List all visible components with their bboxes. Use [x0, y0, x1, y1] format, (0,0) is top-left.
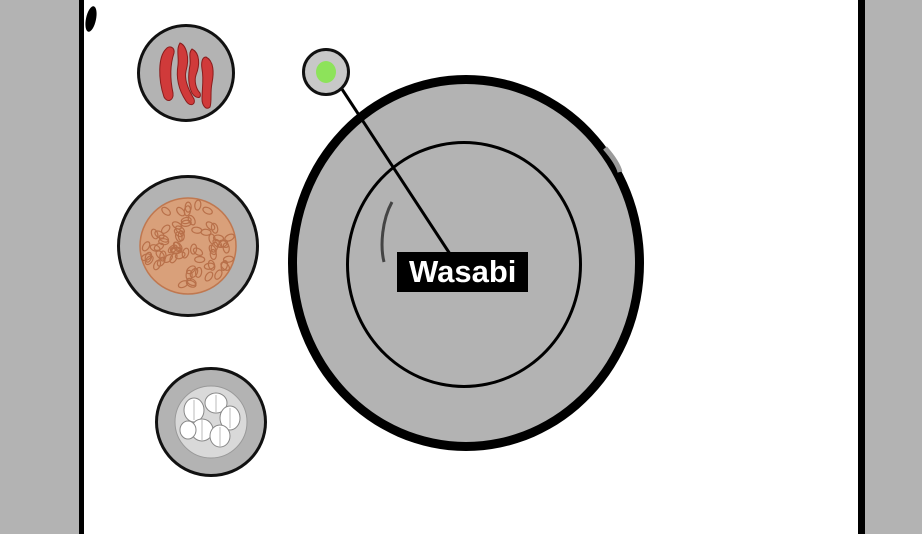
grain-bowl[interactable]	[117, 175, 259, 317]
marker-pin[interactable]	[302, 48, 350, 96]
ingredient-label: Wasabi	[397, 252, 529, 292]
green-dot-icon	[316, 61, 336, 83]
chili-bowl[interactable]	[137, 24, 235, 122]
plate-inner-ring	[346, 141, 582, 388]
grain-icon	[139, 197, 237, 295]
garlic-icon	[174, 385, 248, 459]
chili-pepper-icon	[159, 42, 214, 109]
garlic-bowl[interactable]	[155, 367, 267, 477]
